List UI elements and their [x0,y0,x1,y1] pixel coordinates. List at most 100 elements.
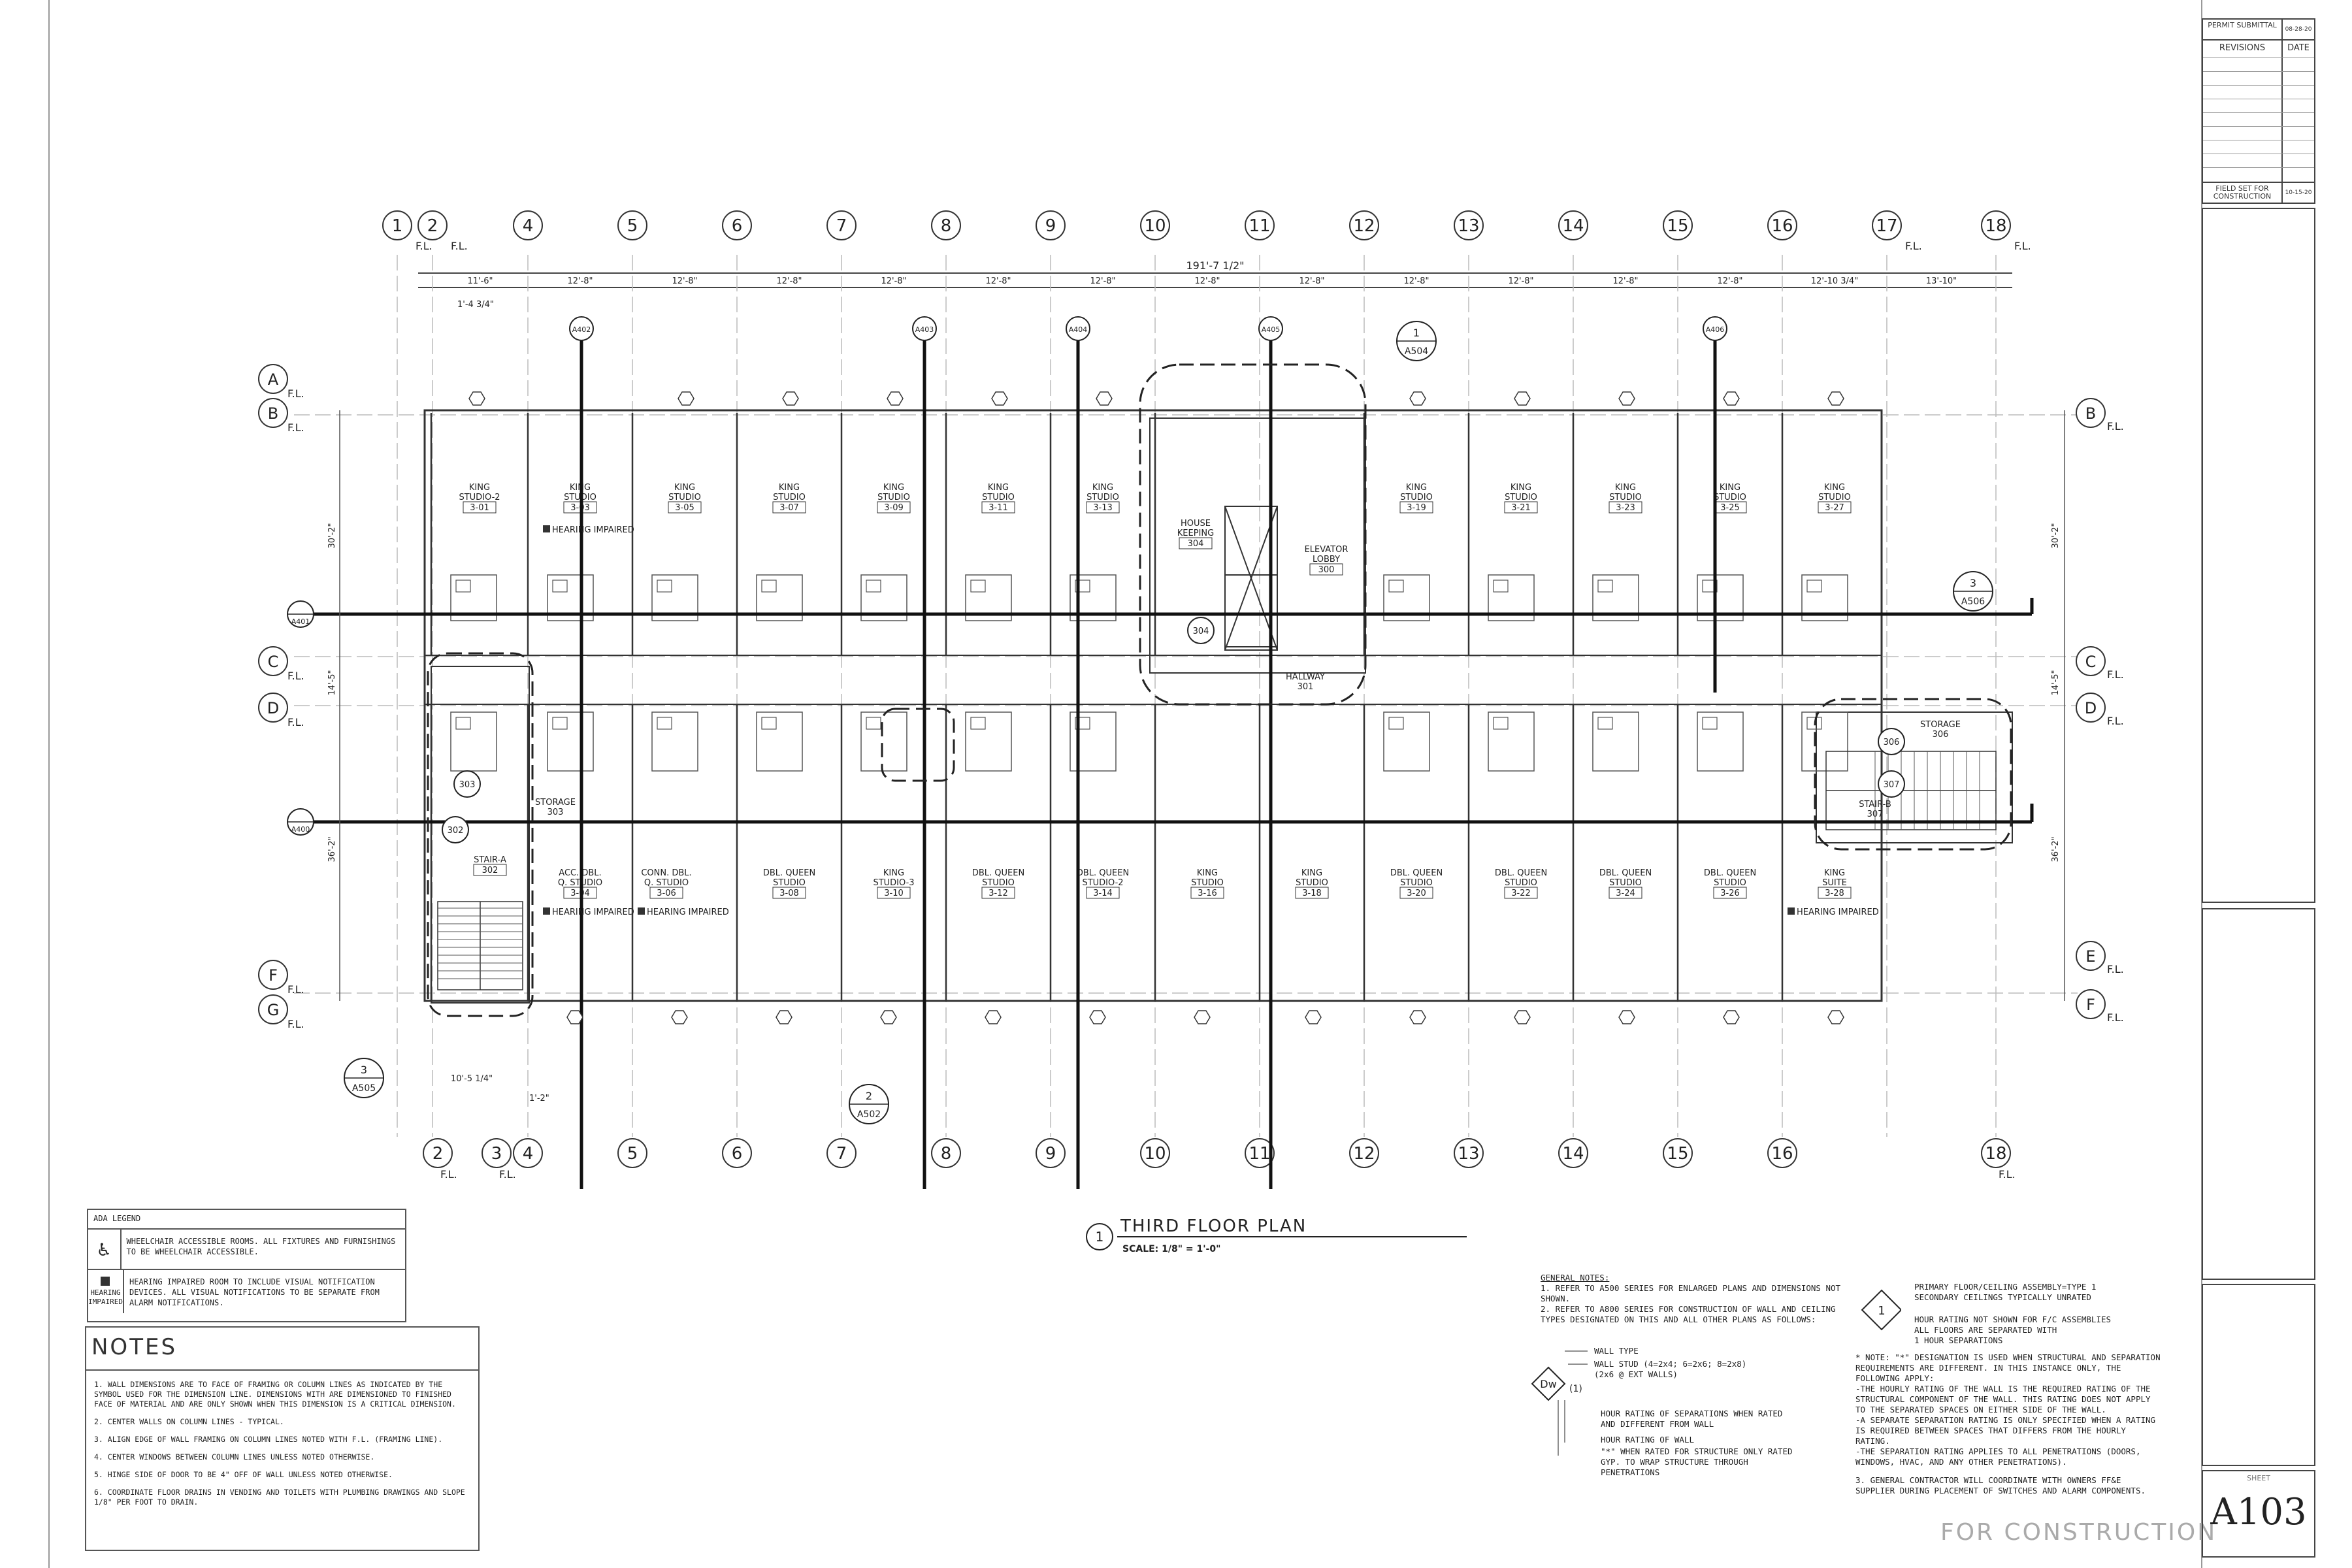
row-bubble [2076,646,2106,676]
room-number: 3-06 [657,889,676,898]
grid-bubble [1140,210,1170,240]
grid-bubble-label: 5 [627,1144,638,1164]
star-note-c: -THE SEPARATION RATING APPLIES TO ALL PE… [1855,1446,2141,1467]
room-number-box [1504,887,1538,899]
title-block-panel-1 [2202,208,2315,903]
grid-fl-label: F.L. [499,1168,516,1181]
bathroom [1592,574,1639,621]
room-number-box [1399,501,1433,514]
sink [1493,717,1509,730]
hearing-impaired-label: HEARING IMPAIRED [552,525,634,535]
floor-type-key: 1 PRIMARY FLOOR/CEILING ASSEMBLY=TYPE 1 … [1855,1281,2156,1352]
row-fl-label: F.L. [2107,715,2124,727]
floor-key-5: 1 HOUR SEPARATIONS [1914,1335,2003,1345]
room-name: KING [779,483,800,493]
grid-bubble-label: 11 [1249,1144,1270,1164]
grid-bubble-label: 3 [491,1144,502,1164]
bathroom [1070,574,1117,621]
wall-key-stud: WALL STUD (4=2x4; 6=2x6; 8=2x8) (2x6 @ E… [1594,1359,1747,1379]
revision-row-line [2203,126,2314,127]
room-name: STUDIO [1505,493,1537,502]
row-bubble-label: B [268,404,278,423]
window-tag [1514,391,1531,406]
window-tag [1723,391,1740,406]
room-name: DBL. QUEEN [1599,868,1652,878]
row-bubble-label: G [267,1001,280,1019]
hearing-impaired-label: HEARING IMPAIRED [552,907,634,917]
general-note-2: 2. REFER TO A800 SERIES FOR CONSTRUCTION… [1541,1304,1836,1324]
room-tag-label: 306 [1884,738,1900,747]
grid-bubble-label: 9 [1045,1144,1056,1164]
dimension-label: 1'-2" [529,1094,549,1103]
bay-dimension: 12'-8" [672,276,697,286]
sink [1388,580,1404,593]
grid-bubble [1872,210,1902,240]
room-number-box [1713,887,1747,899]
room-name: STUDIO [1609,493,1642,502]
sink [455,717,471,730]
notes-title: NOTES [86,1328,478,1371]
room-tag [442,816,469,843]
grid-bubbles-right: BF.L.CF.L.DF.L.EF.L.FF.L. [2076,398,2124,1024]
row-bubble [258,693,288,723]
bathroom [1488,574,1535,621]
hearing-impaired-icon [543,907,550,915]
bay-dimension: 12'-8" [1090,276,1115,286]
overall-dimension-label: 191'-7 1/2" [1186,259,1244,272]
room-number-box [1609,887,1642,899]
grid-bubble-label: 13 [1458,216,1479,236]
bay-dimension: 12'-8" [1508,276,1533,286]
bay-dimension: 13'-10" [1926,276,1957,286]
grid-bubble-label: 4 [523,216,534,236]
building-outline [423,409,2013,1004]
grid-fl-label: F.L. [416,240,433,252]
grid-bubble [1981,210,2011,240]
room-number: 3-19 [1407,503,1426,513]
room-number: 306 [1933,730,1949,740]
permit-date: 08-28-20 [2285,26,2312,33]
row-fl-label: F.L. [2107,420,2124,433]
room-number: 3-18 [1302,889,1322,898]
room-name: ELEVATOR [1305,545,1348,555]
section-tag-sheet: A400 [291,825,310,834]
room-name: STAIR-A [474,855,506,865]
room-tag-label: 302 [448,826,464,836]
room-name: STUDIO [982,493,1015,502]
bathroom [1697,574,1744,621]
detail-callout-sheet: A505 [352,1083,376,1094]
row-bubble [258,646,288,676]
room-name: DBL. QUEEN [763,868,815,878]
detail-callout-number: 1 [1413,327,1420,339]
bathroom [1070,711,1117,772]
note-item: 1. WALL DIMENSIONS ARE TO FACE OF FRAMIN… [94,1380,456,1409]
room-name: STUDIO [1609,878,1642,888]
grid-fl-label: F.L. [451,240,468,252]
row-bubble [2076,398,2106,428]
row-bubble [258,994,288,1024]
vertical-dimension: 30'-2" [2051,523,2061,548]
room-name: STUDIO [982,878,1015,888]
room-number: 3-01 [470,503,489,513]
section-cut-lines [301,327,2034,1189]
row-bubble-label: D [267,699,279,717]
revisions-header: REVISIONS [2219,43,2266,53]
grid-bubble-label: 14 [1562,1144,1584,1164]
window-tag [880,1010,897,1024]
interior-elevation-label: A404 [1069,325,1088,334]
room-name: LOBBY [1313,555,1340,564]
window-tag [1827,1010,1844,1024]
room-number: 3-10 [884,889,904,898]
room-name: KING [1197,868,1218,878]
hearing-impaired-icon [101,1277,110,1286]
room-number: 300 [1318,565,1335,575]
room-number-box [1818,887,1852,899]
hearing-impaired-label: HEARING IMPAIRED [647,907,729,917]
room-number: 3-16 [1198,889,1217,898]
room-number-box [1818,501,1852,514]
room-number: 3-25 [1720,503,1740,513]
note-item: 4. CENTER WINDOWS BETWEEN COLUMN LINES U… [94,1452,375,1462]
room-name: KING [1615,483,1636,493]
north-room-labels: KINGSTUDIO-23-01KINGSTUDIO3-03KINGSTUDIO… [459,483,1961,819]
sink [761,717,777,730]
